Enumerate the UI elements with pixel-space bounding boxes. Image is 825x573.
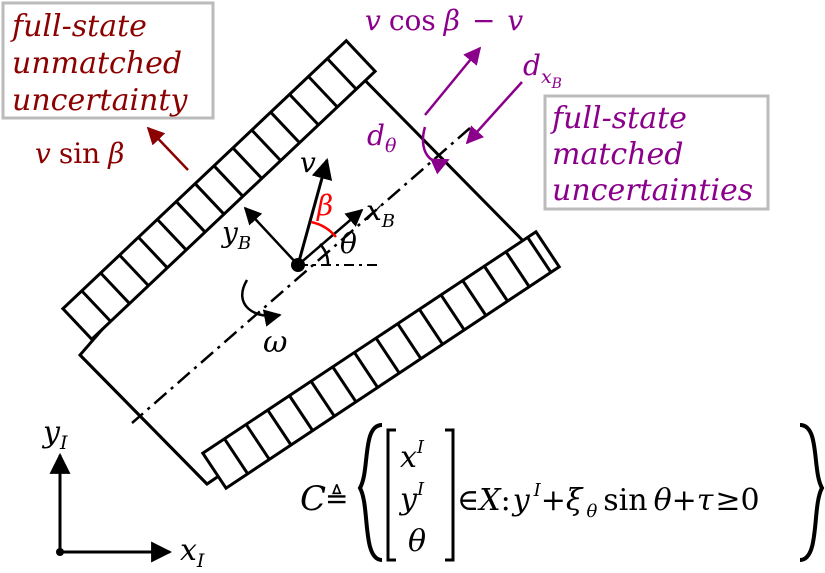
track-tread bbox=[269, 111, 301, 144]
track-tread bbox=[483, 265, 509, 302]
d-theta-label: dθ bbox=[367, 119, 397, 157]
track-tread bbox=[418, 308, 444, 346]
v-label: v bbox=[300, 146, 316, 179]
theta-arc bbox=[319, 243, 330, 266]
matched-line-2: matched bbox=[552, 137, 683, 172]
unmatched-line-3: uncertainty bbox=[12, 83, 188, 118]
track-tread bbox=[288, 93, 320, 126]
unmatched-box bbox=[1, 1, 215, 120]
track-tread bbox=[175, 200, 207, 234]
yI-label: yI bbox=[41, 415, 68, 454]
track-tread bbox=[118, 254, 150, 287]
track-tread bbox=[231, 146, 263, 180]
track-tread bbox=[526, 236, 553, 274]
d-xB-arrow bbox=[465, 81, 523, 145]
unmatched-line-1: full-state bbox=[10, 9, 147, 44]
centerline bbox=[131, 127, 471, 424]
left-bracket bbox=[386, 428, 396, 562]
d-xB-label: dxB bbox=[523, 49, 562, 92]
track-tread bbox=[326, 57, 358, 91]
track-tread bbox=[212, 164, 244, 198]
inertial-origin bbox=[56, 548, 64, 556]
d-theta-arc bbox=[421, 126, 450, 175]
v-sin-beta-arrow bbox=[146, 126, 189, 171]
track-tread bbox=[353, 351, 379, 389]
track-tread bbox=[288, 394, 314, 432]
matched-box bbox=[543, 94, 770, 211]
right-bracket bbox=[445, 428, 455, 562]
track-tread bbox=[156, 218, 188, 251]
track-tread bbox=[99, 271, 131, 305]
matched-line-1: full-state bbox=[550, 101, 687, 136]
track-tread bbox=[439, 294, 466, 331]
track-tread bbox=[504, 250, 531, 288]
theta-label: θ bbox=[340, 227, 357, 260]
track-tread bbox=[374, 337, 401, 374]
beta-label: β bbox=[316, 189, 333, 222]
v-cos-beta-arrow bbox=[424, 46, 482, 116]
unmatched-line-2: unmatched bbox=[12, 46, 182, 81]
vector-entry-1: xI bbox=[400, 437, 425, 475]
track-tread bbox=[307, 75, 339, 109]
left-brace bbox=[357, 423, 383, 562]
beta-arc bbox=[310, 220, 337, 238]
track-tread bbox=[80, 289, 112, 323]
right-track bbox=[200, 229, 562, 491]
omega-label: ω bbox=[263, 325, 287, 360]
yB-axis bbox=[243, 206, 299, 266]
vector-entry-2: yI bbox=[398, 479, 425, 517]
track-tread bbox=[244, 423, 271, 461]
track-tread bbox=[137, 236, 169, 269]
xI-label: xI bbox=[180, 533, 205, 572]
vector-entry-3: θ bbox=[408, 524, 426, 559]
xB-label: xB bbox=[366, 194, 395, 232]
track-tread bbox=[194, 182, 226, 216]
safe-set-formula: C ≜ xI yI θ ∈ X : y I + ξ θ sin θ + τ ≥ … bbox=[300, 423, 825, 562]
formula-condition: ∈ X : y I + ξ θ sin θ + τ ≥ 0 bbox=[457, 480, 760, 522]
xB-axis bbox=[297, 208, 364, 266]
track-tread bbox=[396, 322, 423, 360]
formula-defeq: ≜ bbox=[325, 482, 348, 515]
left-track bbox=[60, 38, 378, 342]
omega-arc bbox=[241, 279, 282, 327]
matched-line-3: uncertainties bbox=[552, 173, 753, 208]
velocity-vector bbox=[296, 157, 333, 266]
track-tread bbox=[250, 129, 282, 162]
formula-set: C bbox=[300, 479, 326, 519]
right-brace bbox=[799, 423, 825, 562]
track-tread bbox=[309, 380, 336, 418]
track-tread bbox=[223, 437, 249, 475]
track-tread bbox=[331, 366, 358, 403]
track-tread bbox=[266, 409, 293, 446]
track-tread bbox=[461, 279, 488, 317]
yB-label: yB bbox=[220, 216, 251, 254]
